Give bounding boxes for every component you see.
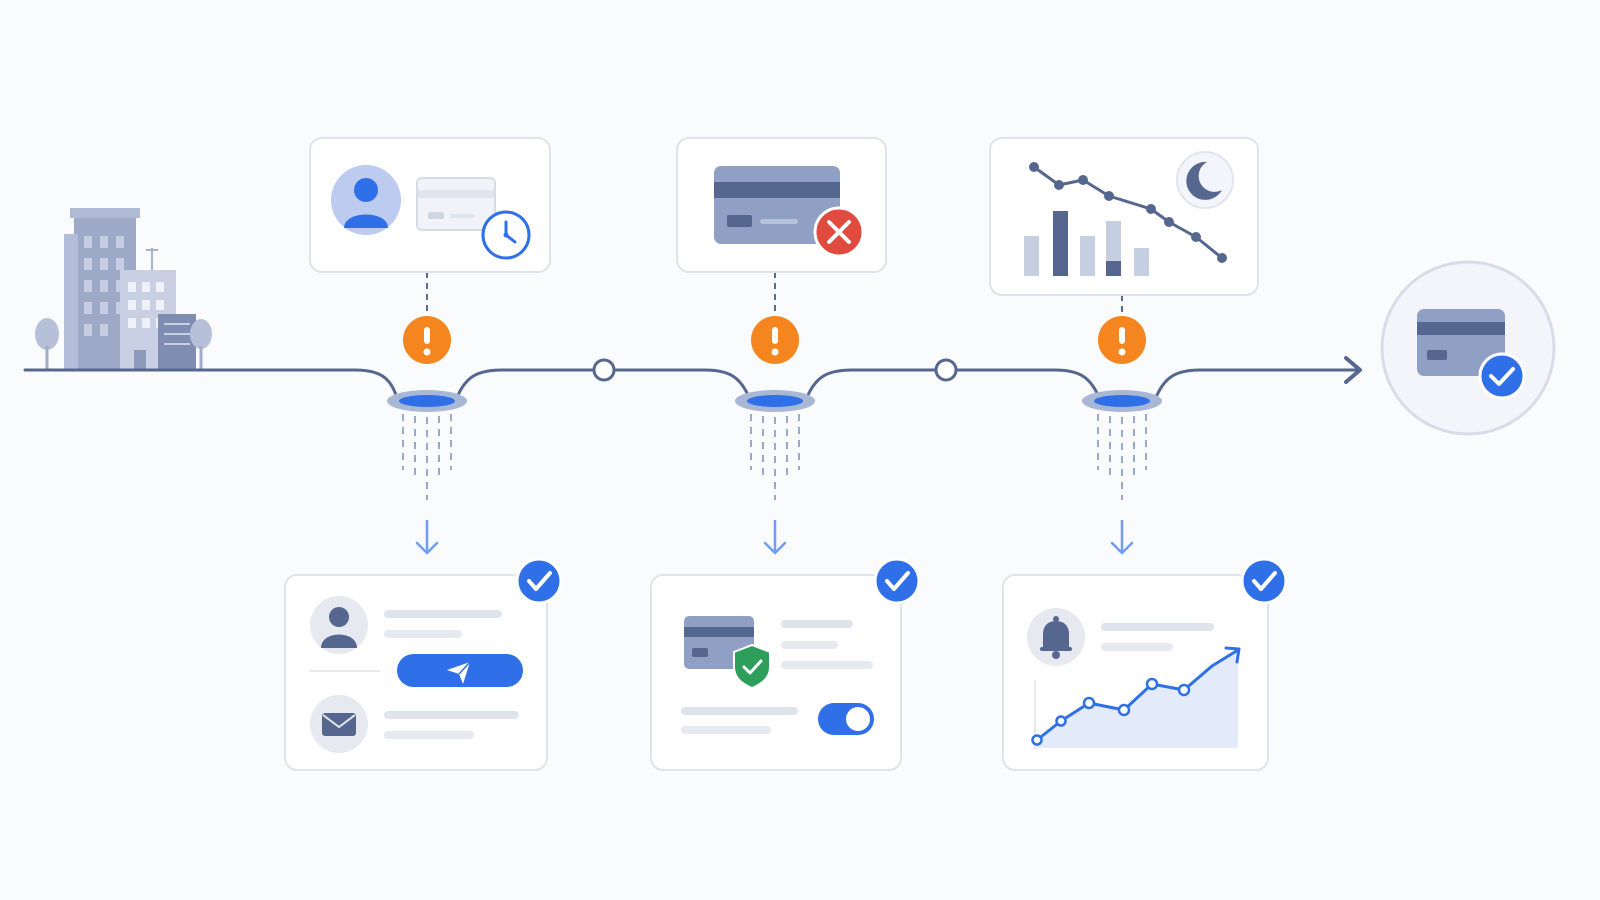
destination-success	[1380, 260, 1556, 436]
building-icon	[35, 208, 212, 370]
error-x-icon	[813, 206, 865, 258]
card-success-icon	[1417, 309, 1526, 400]
toggle-on-icon	[818, 703, 874, 735]
leak-point-2	[735, 272, 815, 555]
pipe-leak-hole-icon	[1082, 390, 1162, 412]
checkmark-badge-icon	[1240, 557, 1288, 605]
pipe-leak-hole-icon	[735, 390, 815, 412]
issue-card-2	[676, 137, 887, 273]
issue-card-3	[989, 137, 1259, 296]
pipeline-node	[934, 358, 958, 382]
card-shield-icon	[684, 616, 771, 690]
declining-chart-icon	[1024, 162, 1227, 276]
issue-card-1	[309, 137, 551, 273]
rising-chart-icon	[1031, 646, 1241, 749]
pipeline-arrowhead	[1344, 356, 1362, 384]
declined-card-icon	[714, 166, 840, 244]
checkmark-badge-icon	[515, 557, 563, 605]
bell-icon	[1027, 608, 1085, 666]
recovery-card-3	[1002, 557, 1288, 771]
mail-icon	[310, 695, 368, 753]
pipe-leak-hole-icon	[387, 390, 467, 412]
clock-icon	[481, 210, 531, 260]
send-button-icon	[397, 654, 523, 687]
pipeline-node	[592, 358, 616, 382]
recovery-card-1	[284, 557, 563, 771]
user-avatar-icon	[331, 165, 401, 235]
card-icon	[416, 177, 496, 231]
pipeline-line	[23, 368, 1359, 397]
checkmark-badge-icon	[873, 557, 921, 605]
leak-point-1	[387, 272, 467, 555]
user-avatar-icon	[310, 596, 368, 654]
recovery-card-2	[650, 557, 921, 771]
leak-point-3	[1082, 295, 1162, 555]
moon-icon	[1176, 151, 1234, 209]
